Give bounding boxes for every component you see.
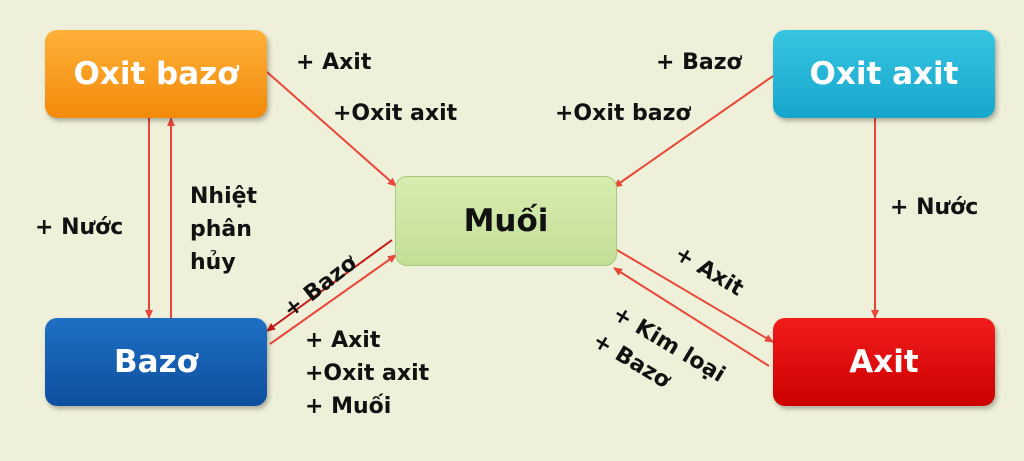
label-bazo-muoi-axit: + Axit bbox=[305, 328, 381, 353]
node-muoi-label: Muối bbox=[463, 203, 549, 239]
label-ob-muoi-oxit-axit: +Oxit axit bbox=[333, 101, 458, 126]
label-ob-muoi-axit: + Axit bbox=[296, 50, 372, 75]
arrow-axit-to-muoi bbox=[613, 267, 770, 367]
node-bazo: Bazơ bbox=[45, 318, 267, 406]
arrow-muoi-to-bazo bbox=[266, 239, 393, 332]
arrow-muoi-to-axit bbox=[616, 249, 774, 343]
node-oxit-axit: Oxit axit bbox=[773, 30, 995, 118]
arrow-oxitbazo-to-muoi bbox=[266, 71, 397, 187]
label-bazo-ob-nhiet-phan-huy: Nhiệt phân hủy bbox=[190, 184, 258, 275]
label-oa-axit-nuoc: + Nước bbox=[890, 195, 979, 220]
node-axit: Axit bbox=[773, 318, 995, 406]
node-muoi: Muối bbox=[395, 176, 617, 266]
label-oa-muoi-oxit-bazo: +Oxit bazơ bbox=[555, 101, 691, 126]
node-oxit-axit-label: Oxit axit bbox=[809, 56, 959, 92]
arrow-bazo-to-muoi bbox=[269, 254, 397, 345]
node-axit-label: Axit bbox=[849, 344, 919, 380]
label-bazo-muoi-oxit-axit: +Oxit axit bbox=[305, 361, 430, 386]
node-bazo-label: Bazơ bbox=[114, 344, 198, 380]
label-oa-muoi-bazo: + Bazơ bbox=[656, 50, 742, 75]
arrow-oxitaxit-to-muoi bbox=[613, 75, 774, 188]
node-oxit-bazo: Oxit bazơ bbox=[45, 30, 267, 118]
label-bazo-muoi-muoi: + Muối bbox=[305, 394, 392, 419]
node-oxit-bazo-label: Oxit bazơ bbox=[73, 56, 239, 92]
label-ob-bazo-nuoc: + Nước bbox=[35, 215, 124, 240]
